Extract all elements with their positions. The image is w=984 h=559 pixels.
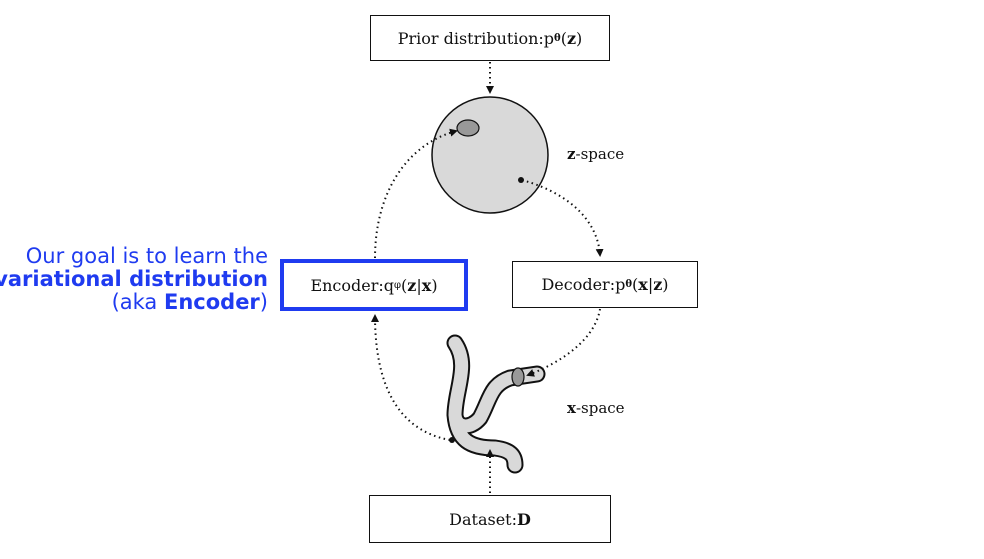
x-space-label: x-space <box>567 399 625 417</box>
encoder-func: q <box>383 275 395 295</box>
encoder-sub: φ <box>394 279 402 291</box>
z-space-sphere <box>431 96 549 214</box>
z-region <box>456 119 480 137</box>
encoder-var2: x <box>421 275 432 295</box>
decoder-open: ( <box>632 275 639 294</box>
decoder-var2: z <box>653 275 663 294</box>
prior-close: ) <box>576 28 583 48</box>
decoder-bar: | <box>647 275 654 294</box>
dataset-label: Dataset: <box>449 509 517 529</box>
x-sample-point <box>449 437 455 443</box>
z-space-label: z-space <box>567 145 624 163</box>
prior-sub: θ <box>554 32 561 44</box>
goal-note-line1: Our goal is to learn the <box>25 244 268 268</box>
decoder-close: ) <box>662 275 669 294</box>
prior-open: ( <box>560 28 567 48</box>
arrow-encoder-to-z <box>374 128 458 259</box>
decoder-label: Decoder: <box>541 275 616 294</box>
decoder-sub: θ <box>625 279 633 290</box>
dataset-box: Dataset: D <box>369 495 611 543</box>
goal-note-line2: variational distribution <box>0 267 268 291</box>
encoder-close: ) <box>431 275 438 295</box>
encoder-bar: | <box>416 275 422 295</box>
x-region <box>511 367 525 387</box>
arrow-x-to-encoder <box>371 314 451 441</box>
prior-var: z <box>566 28 577 48</box>
x-space-manifold-fill <box>448 336 544 472</box>
z-sample-point <box>518 177 524 183</box>
x-space-suffix: -space <box>575 399 625 417</box>
z-space-suffix: -space <box>575 145 625 163</box>
dataset-var: D <box>516 509 531 529</box>
prior-func: p <box>543 28 555 48</box>
encoder-label: Encoder: <box>310 275 384 295</box>
goal-note-line3: (aka Encoder) <box>111 290 268 314</box>
decoder-var1: x <box>638 275 648 294</box>
z-space-var: z <box>567 145 576 163</box>
arrow-z-to-decoder <box>521 179 604 257</box>
x-space-var: x <box>567 399 576 417</box>
encoder-var1: z <box>407 275 417 295</box>
goal-note: Our goal is to learn the variational dis… <box>0 245 268 314</box>
arrow-decoder-to-x <box>526 308 601 377</box>
encoder-open: ( <box>401 275 408 295</box>
prior-label: Prior distribution: <box>397 28 544 48</box>
decoder-func: p <box>615 275 626 294</box>
